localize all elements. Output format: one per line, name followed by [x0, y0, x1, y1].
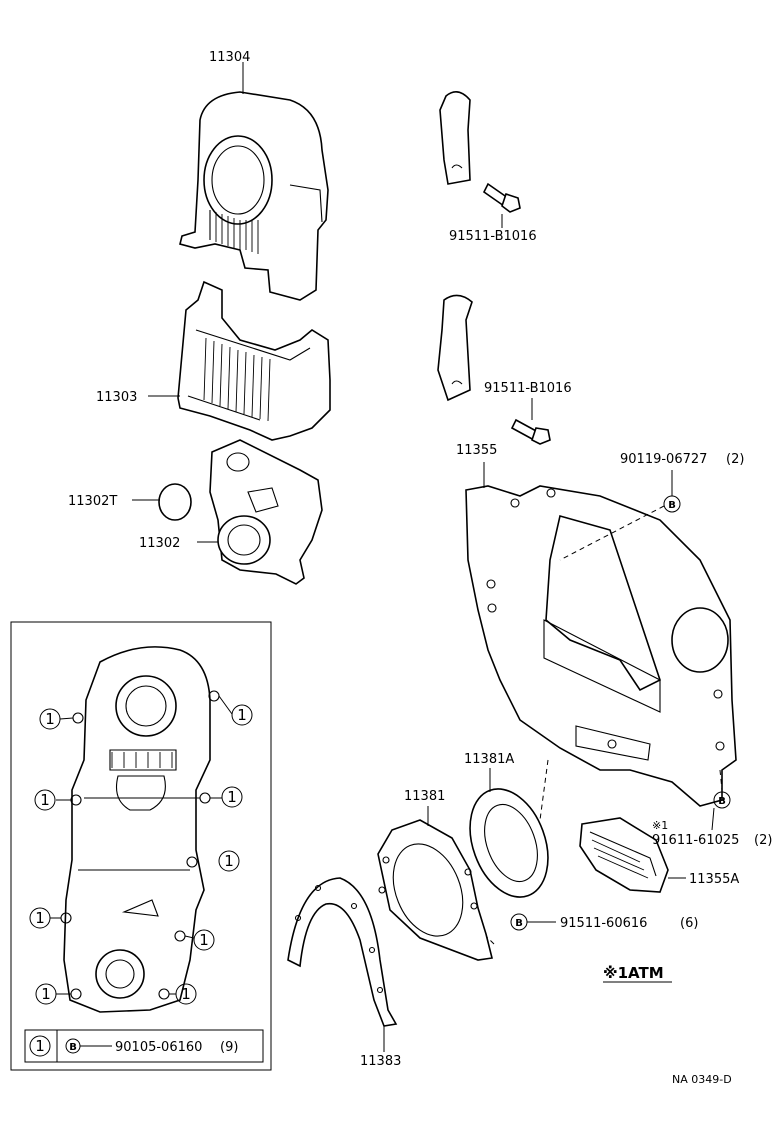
svg-text:B: B [515, 918, 523, 929]
atm-note: ※1ATM [603, 964, 664, 982]
lower-timing-cover-11302 [197, 439, 323, 585]
inset-legend: 1 B [24, 1029, 264, 1063]
label-11303: 11303 [96, 390, 137, 405]
callout-b-91611: B [711, 791, 731, 831]
svg-text:1: 1 [181, 985, 191, 1003]
bolt-pattern-inset [10, 621, 272, 1071]
legend-part-number: 90105-06160 [115, 1040, 202, 1055]
plug-11302T [132, 483, 192, 521]
svg-text:B: B [718, 796, 726, 807]
end-plate-11355 [465, 462, 737, 807]
engine-hanger-upper [439, 91, 471, 185]
oil-seal-11381A [469, 768, 549, 898]
label-bolt-upper: 91511-B1016 [449, 229, 537, 244]
callout-b-90119: B [663, 470, 681, 513]
svg-text:1: 1 [237, 706, 247, 724]
label-11355: 11355 [456, 443, 497, 458]
svg-text:1: 1 [199, 931, 209, 949]
label-11381: 11381 [404, 789, 445, 804]
callout-1-d: 1 [221, 786, 243, 808]
cover-11355A [579, 817, 686, 893]
label-11381A: 11381A [464, 752, 514, 767]
middle-timing-cover-11303 [148, 280, 331, 441]
svg-text:1: 1 [40, 791, 50, 809]
drawing-id: NA 0349-D [672, 1073, 732, 1086]
label-90119: 90119-06727 [620, 452, 707, 467]
callout-1-a: 1 [39, 708, 61, 730]
upper-timing-cover-11304 [179, 62, 329, 301]
label-91511-60616: 91511-60616 [560, 916, 647, 931]
gasket-11383 [287, 877, 398, 1052]
svg-text:1: 1 [41, 985, 51, 1003]
label-11302T: 11302T [68, 494, 117, 509]
label-note-mark: ※1 [652, 819, 668, 832]
bolt-upper [482, 182, 521, 228]
svg-text:1: 1 [227, 788, 237, 806]
dash-11381A [539, 759, 549, 821]
label-bolt-lower: 91511-B1016 [484, 381, 572, 396]
svg-text:B: B [668, 500, 676, 511]
callout-1-b: 1 [231, 704, 253, 726]
label-91611-qty: (2) [754, 833, 772, 848]
label-11355A: 11355A [689, 872, 739, 887]
callout-1-c: 1 [34, 789, 56, 811]
callout-1-i: 1 [175, 983, 197, 1005]
dash-91611 [719, 769, 723, 791]
svg-text:1: 1 [224, 852, 234, 870]
label-11383: 11383 [360, 1054, 401, 1069]
callout-1-h: 1 [35, 983, 57, 1005]
label-91511-60616-qty: (6) [680, 916, 698, 931]
label-90119-qty: (2) [726, 452, 744, 467]
callout-b-91511-60616: B [510, 913, 556, 931]
engine-hanger-lower [437, 294, 473, 402]
label-11302: 11302 [139, 536, 180, 551]
callout-1-f: 1 [29, 907, 51, 929]
callout-1-e: 1 [218, 850, 240, 872]
svg-text:1: 1 [35, 1037, 45, 1055]
dash-90119 [559, 505, 665, 561]
label-91611: 91611-61025 [652, 833, 739, 848]
bolt-lower [510, 398, 551, 445]
svg-text:1: 1 [35, 909, 45, 927]
oil-seal-retainer-11381 [377, 806, 493, 961]
callout-1-g: 1 [193, 929, 215, 951]
svg-text:B: B [69, 1042, 77, 1053]
svg-text:1: 1 [45, 710, 55, 728]
legend-qty: (9) [220, 1040, 238, 1055]
label-11304: 11304 [209, 50, 250, 65]
